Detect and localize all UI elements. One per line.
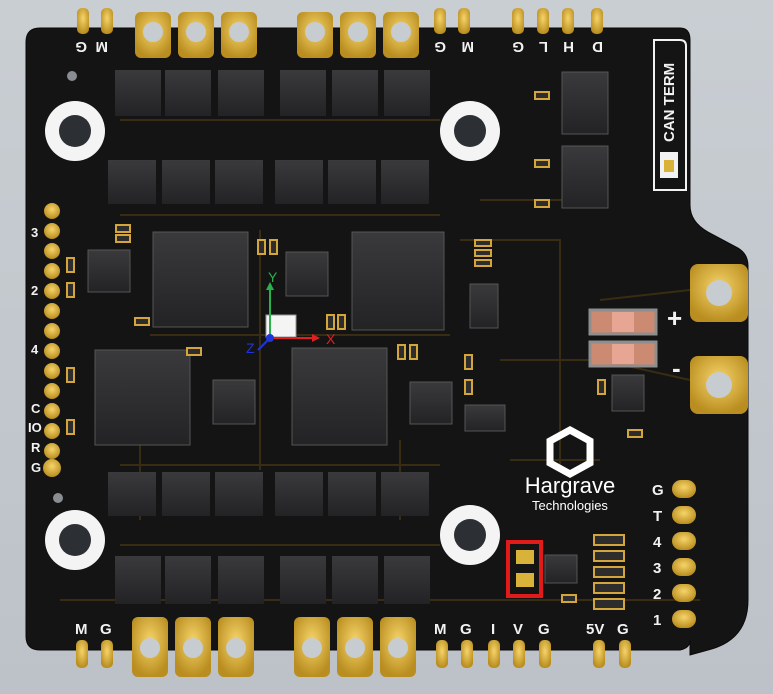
axis-z-label: Z [246,340,255,356]
pad-top-5 [340,12,376,58]
bottom-label-i: I [491,621,495,638]
left-label-g: G [31,460,41,475]
mosfet-row-lower-mid [108,472,429,516]
top-motor-pads [135,12,419,58]
pad-top-2 [178,12,214,58]
bottom-label-g-1: G [100,621,112,638]
mcu-chips [94,231,445,446]
small-chips [87,71,645,584]
bottom-label-g-2: G [460,621,472,638]
top-left-label-m: M [96,38,109,55]
mounting-holes [45,71,500,570]
right-label-3: 3 [653,560,661,577]
right-label-g: G [652,482,664,499]
hargrave-logo-icon [546,426,594,478]
imu-axis-indicator [257,282,320,351]
bottom-label-g-4: G [617,621,629,638]
left-label-c: C [31,401,41,416]
top-right-label-l: L [539,38,548,55]
left-label-2: 2 [31,283,38,298]
can-term-box [653,39,687,191]
power-plus-label: + [667,303,682,333]
left-label-3: 3 [31,225,38,240]
top-right-label-g: G [512,38,524,55]
axis-y-label: Y [268,269,278,285]
pad-bottom-5 [337,617,373,677]
top-header-pins [77,8,603,34]
right-label-2: 2 [653,586,661,603]
right-header-pads [672,480,696,628]
top-right-label-h: H [563,38,574,55]
highlight-jumper[interactable] [506,540,543,598]
bottom-label-v: V [513,621,523,638]
pad-bottom-3 [218,617,254,677]
top-mid-label-g: G [434,38,446,55]
pad-top-6 [383,12,419,58]
passive-components [66,91,643,610]
bottom-label-g-3: G [538,621,550,638]
left-label-4: 4 [31,342,39,357]
left-label-r: R [31,440,41,455]
left-label-io: IO [28,420,42,435]
bottom-motor-pads [132,617,416,677]
pad-top-3 [221,12,257,58]
power-pads [690,264,748,414]
pad-top-1 [135,12,171,58]
bottom-header-pins [76,640,631,668]
pad-top-4 [297,12,333,58]
left-header-pads [43,203,61,477]
pad-bottom-2 [175,617,211,677]
pad-bottom-6 [380,617,416,677]
brand-subtitle: Technologies [532,498,608,513]
shunt-resistors [588,308,658,368]
top-left-label-g: G [75,38,87,55]
brand-name: Hargrave [525,473,615,498]
right-label-t: T [653,508,662,525]
right-label-1: 1 [653,612,661,629]
top-mid-label-m: M [462,38,475,55]
bottom-label-m-2: M [434,621,447,638]
can-term-label: CAN TERM [661,63,678,142]
pad-bottom-1 [132,617,168,677]
power-minus-label: - [672,353,681,383]
mosfet-row-bottom [115,556,430,604]
mosfet-row-top [115,70,430,116]
axis-x-label: X [326,331,336,347]
top-right-label-d: D [592,38,603,55]
pad-bottom-4 [294,617,330,677]
right-label-4: 4 [653,534,662,551]
bottom-label-m-1: M [75,621,88,638]
bottom-label-5v: 5V [586,621,604,638]
mosfet-row-upper-mid [108,160,429,204]
